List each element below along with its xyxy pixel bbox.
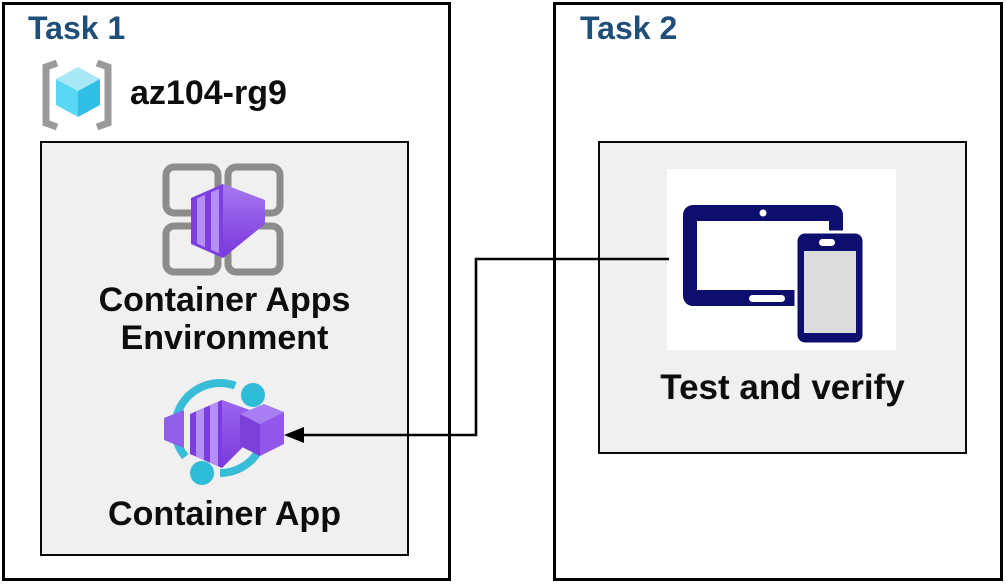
resource-group-icon <box>42 59 112 131</box>
test-and-verify-label: Test and verify <box>660 368 905 407</box>
container-app-label: Container App <box>108 495 341 533</box>
task2-title: Task 2 <box>580 10 678 46</box>
container-apps-environment-icon <box>162 163 284 276</box>
device-panel <box>667 169 896 350</box>
container-apps-environment-label: Container Apps Environment <box>98 281 351 357</box>
container-app-icon <box>164 379 284 485</box>
task1-title: Task 1 <box>28 10 126 46</box>
tablet-and-phone-icon <box>683 205 866 346</box>
resource-group-name: az104-rg9 <box>130 74 287 112</box>
